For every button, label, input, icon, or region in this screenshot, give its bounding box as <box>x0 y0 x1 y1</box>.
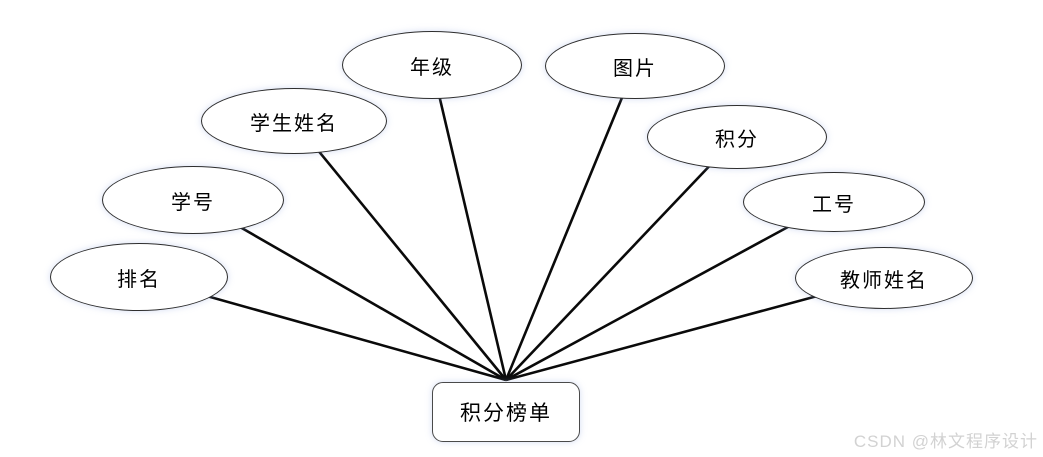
attribute-ellipse-8[interactable]: 教师姓名 <box>795 247 973 309</box>
attribute-label: 积分 <box>715 128 759 151</box>
attribute-ellipse-4[interactable]: 年级 <box>342 31 522 99</box>
attribute-ellipse-3[interactable]: 学生姓名 <box>201 88 387 154</box>
connector-line-6 <box>505 136 738 381</box>
attribute-ellipse-2[interactable]: 学号 <box>102 166 284 234</box>
attribute-label: 排名 <box>117 268 161 291</box>
csdn-watermark: CSDN @林文程序设计 <box>853 432 1038 451</box>
entity-label: 积分榜单 <box>460 401 552 425</box>
attribute-ellipse-1[interactable]: 排名 <box>50 243 228 311</box>
attribute-label: 学号 <box>171 191 215 214</box>
attribute-label: 图片 <box>613 57 657 80</box>
attribute-ellipse-7[interactable]: 工号 <box>743 172 925 232</box>
attribute-label: 年级 <box>410 56 454 79</box>
connector-line-3 <box>292 120 508 381</box>
connector-line-2 <box>192 198 507 382</box>
entity-node-points-leaderboard[interactable]: 积分榜单 <box>432 382 580 442</box>
attribute-label: 工号 <box>812 193 856 216</box>
connector-line-7 <box>505 200 835 382</box>
attribute-ellipse-6[interactable]: 积分 <box>647 105 827 169</box>
connector-line-4 <box>430 64 508 381</box>
connector-line-5 <box>504 65 637 381</box>
attribute-ellipse-5[interactable]: 图片 <box>545 33 725 99</box>
attribute-label: 教师姓名 <box>840 269 928 292</box>
attribute-label: 学生姓名 <box>250 112 338 135</box>
